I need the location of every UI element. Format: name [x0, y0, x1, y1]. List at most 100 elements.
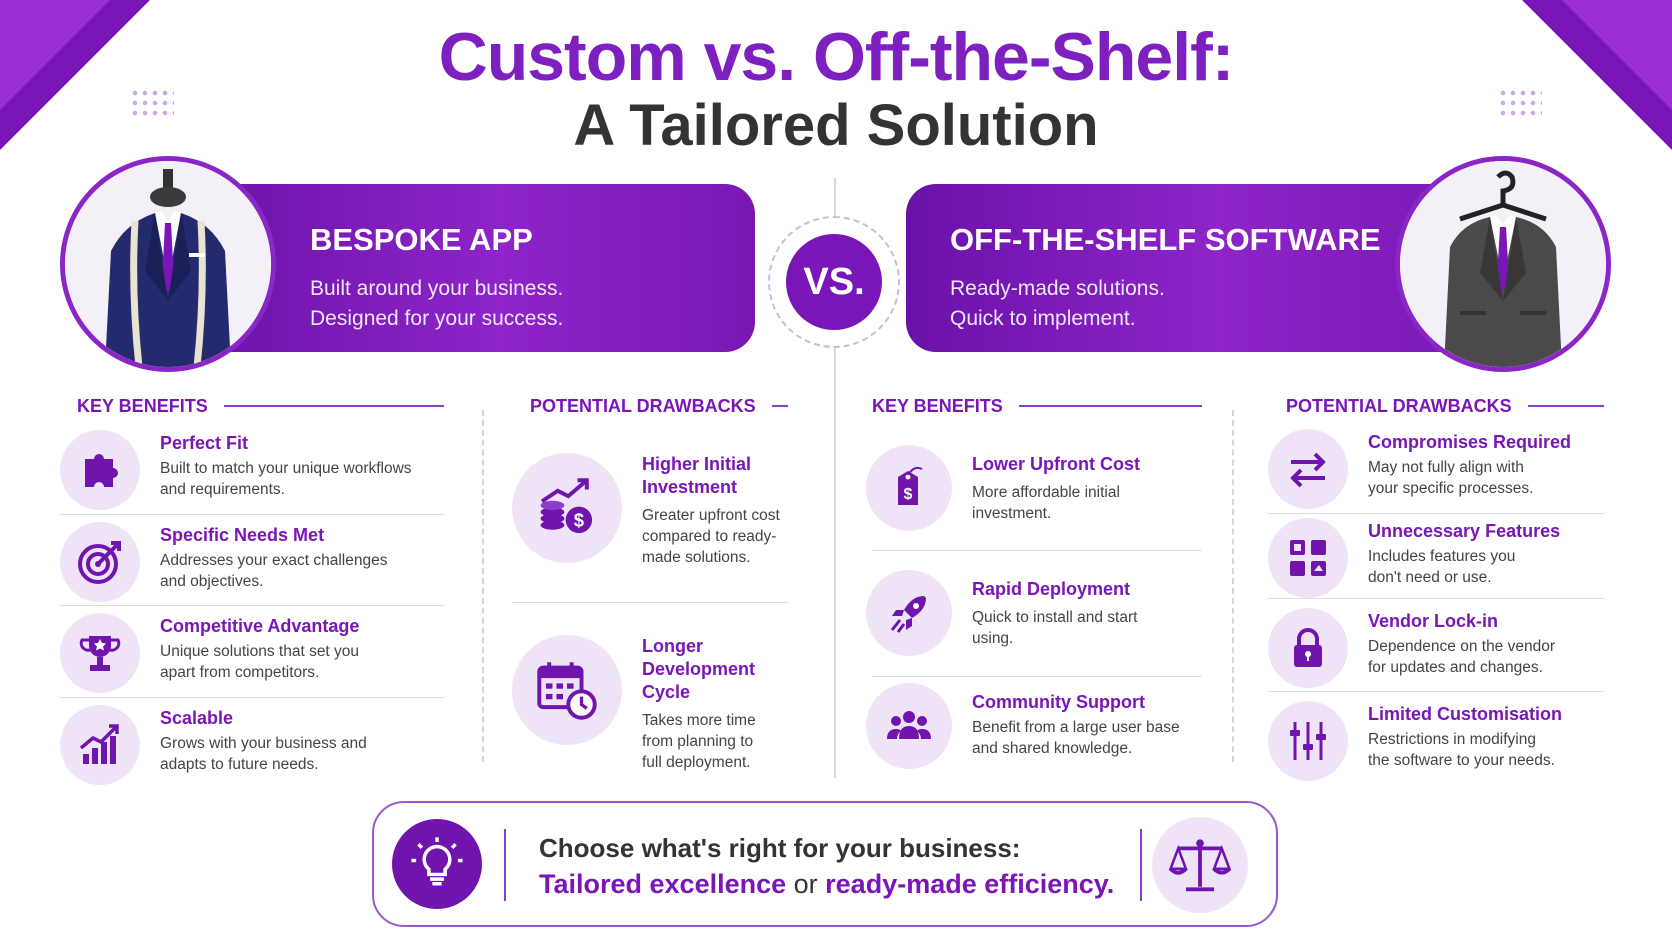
- drawback-desc: Restrictions in modifying: [1368, 731, 1536, 748]
- drawback-title: Unnecessary Features: [1368, 521, 1561, 541]
- people-icon: [866, 683, 952, 769]
- drawback-title: Limited Customisation: [1368, 704, 1563, 724]
- drawback-desc: for updates and changes.: [1368, 659, 1543, 676]
- row-divider: [1268, 598, 1604, 599]
- drawback-desc: Includes features you: [1368, 548, 1516, 565]
- benefit-community-support: Community Support Benefit from a large u…: [866, 683, 1180, 769]
- corner-decoration-left-inner: [0, 0, 110, 110]
- offshelf-benefits-section: KEY BENEFITS $ Lower Upfront Cost More a…: [866, 395, 1202, 769]
- drawback-desc: full deployment.: [642, 754, 751, 771]
- grid-icon: [1268, 518, 1348, 598]
- benefit-title: Perfect Fit: [160, 433, 249, 453]
- offshelf-line1: Ready-made solutions.: [950, 277, 1165, 300]
- emphasis-ready-made: ready-made efficiency.: [825, 869, 1115, 899]
- trophy-icon: [60, 613, 140, 693]
- coins-growth-icon: $: [512, 453, 622, 563]
- drawback-desc: made solutions.: [642, 549, 751, 566]
- benefit-desc: More affordable initial: [972, 484, 1120, 501]
- benefit-desc: apart from competitors.: [160, 664, 320, 681]
- bespoke-line1: Built around your business.: [310, 277, 564, 300]
- benefit-desc: and shared knowledge.: [972, 740, 1133, 757]
- drawback-desc: Greater upfront cost: [642, 507, 780, 524]
- benefit-desc: Quick to install and start: [972, 609, 1138, 626]
- drawback-desc: from planning to: [642, 733, 754, 750]
- drawback-longer-cycle: Longer Development Cycle Takes more time…: [512, 635, 788, 773]
- emphasis-tailored: Tailored excellence: [539, 869, 787, 899]
- corner-decoration-right-inner: [1562, 0, 1672, 110]
- benefit-title: Specific Needs Met: [160, 525, 325, 545]
- offshelf-suit-image: [1395, 156, 1611, 372]
- bespoke-benefits-section: KEY BENEFITS Perfect Fit Built to match …: [60, 395, 444, 785]
- drawback-title: Compromises Required: [1368, 432, 1572, 452]
- rocket-icon: [866, 570, 952, 656]
- benefit-title: Community Support: [972, 692, 1145, 712]
- swap-arrows-icon: [1268, 429, 1348, 509]
- bespoke-drawbacks-section: POTENTIAL DRAWBACKS $ Higher Initial Inv…: [512, 395, 788, 771]
- drawback-desc: May not fully align with: [1368, 459, 1524, 476]
- benefit-perfect-fit: Perfect Fit Built to match your unique w…: [60, 430, 412, 510]
- offshelf-drawbacks-header: POTENTIAL DRAWBACKS: [1268, 395, 1604, 417]
- drawback-title: Vendor Lock-in: [1368, 611, 1499, 631]
- drawback-vendor-lockin: Vendor Lock-in Dependence on the vendor …: [1268, 608, 1555, 688]
- drawback-title: Longer: [642, 636, 703, 656]
- benefit-title: Lower Upfront Cost: [972, 454, 1140, 474]
- page-subtitle: A Tailored Solution: [573, 93, 1099, 158]
- price-tag-icon: $: [866, 445, 952, 531]
- dot-pattern-right: [1498, 88, 1542, 118]
- benefit-desc: Addresses your exact challenges: [160, 552, 388, 569]
- puzzle-icon: [60, 430, 140, 510]
- balance-scale-icon: [1152, 817, 1248, 913]
- row-divider: [512, 602, 788, 603]
- benefit-title: Competitive Advantage: [160, 616, 360, 636]
- offshelf-banner: OFF-THE-SHELF SOFTWARE Ready-made soluti…: [906, 184, 1476, 352]
- drawback-compromises: Compromises Required May not fully align…: [1268, 429, 1571, 509]
- drawback-unnecessary-features: Unnecessary Features Includes features y…: [1268, 518, 1560, 598]
- benefit-desc: using.: [972, 630, 1014, 647]
- benefit-desc: Grows with your business and: [160, 735, 367, 752]
- benefit-desc: Benefit from a large user base: [972, 719, 1180, 736]
- bespoke-heading: BESPOKE APP: [310, 222, 533, 257]
- page-title: Custom vs. Off-the-Shelf:: [438, 19, 1235, 95]
- benefit-desc: Built to match your unique workflows: [160, 460, 412, 477]
- offshelf-heading: OFF-THE-SHELF SOFTWARE: [950, 222, 1381, 257]
- benefit-desc: and requirements.: [160, 481, 285, 498]
- benefit-desc: adapts to future needs.: [160, 756, 319, 773]
- benefit-competitive-advantage: Competitive Advantage Unique solutions t…: [60, 613, 359, 693]
- drawback-desc: compared to ready-: [642, 528, 777, 545]
- row-divider: [1268, 513, 1604, 514]
- lock-icon: [1268, 608, 1348, 688]
- column-divider: [1232, 410, 1234, 762]
- column-divider: [482, 410, 484, 762]
- tailored-suit-icon: [65, 161, 271, 367]
- row-divider: [1268, 691, 1604, 692]
- drawback-higher-investment: $ Higher Initial Investment Greater upfr…: [512, 453, 780, 568]
- bespoke-suit-image: [60, 156, 276, 372]
- benefit-title: Scalable: [160, 708, 234, 728]
- calendar-clock-icon: [512, 635, 622, 745]
- conclusion-line2: Tailored excellence or ready-made effici…: [539, 869, 1114, 900]
- center-divider: [834, 178, 836, 778]
- bespoke-drawbacks-header: POTENTIAL DRAWBACKS: [512, 395, 788, 417]
- row-divider: [872, 676, 1202, 677]
- svg-text:$: $: [574, 509, 585, 530]
- lightbulb-icon: [392, 819, 482, 909]
- dot-pattern-left: [130, 88, 174, 118]
- drawback-limited-customisation: Limited Customisation Restrictions in mo…: [1268, 701, 1562, 781]
- callout-divider: [1140, 829, 1142, 901]
- vs-label: VS.: [786, 234, 882, 330]
- drawback-title: Development Cycle: [642, 659, 756, 702]
- drawback-desc: Takes more time: [642, 712, 756, 729]
- conclusion-callout: Choose what's right for your business: T…: [372, 801, 1278, 927]
- vs-badge: VS.: [768, 216, 900, 348]
- bespoke-line2: Designed for your success.: [310, 307, 564, 330]
- row-divider: [872, 550, 1202, 551]
- row-divider: [60, 514, 444, 515]
- hanger-suit-icon: [1400, 161, 1606, 367]
- benefit-lower-cost: $ Lower Upfront Cost More affordable ini…: [866, 445, 1140, 531]
- offshelf-drawbacks-section: POTENTIAL DRAWBACKS Compromises Required…: [1268, 395, 1604, 781]
- growth-chart-icon: [60, 705, 140, 785]
- row-divider: [60, 605, 444, 606]
- drawback-desc: don't need or use.: [1368, 569, 1492, 586]
- benefit-desc: and objectives.: [160, 573, 264, 590]
